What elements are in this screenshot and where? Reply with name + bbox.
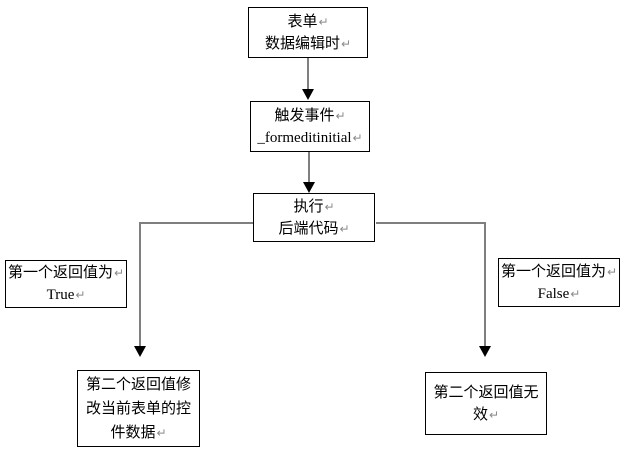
node-modify-text-1: 第二个返回值修 (85, 376, 191, 393)
arrowhead-false-branch-icon (479, 346, 491, 357)
node-execute-text-2: 后端代码 (278, 220, 339, 237)
return-mark-icon: ↵ (488, 407, 500, 422)
node-execute-box: 执行↵ 后端代码↵ (253, 193, 375, 242)
node-false-text-2: False (537, 285, 570, 302)
node-form-text-2: 数据编辑时 (264, 35, 340, 52)
node-invalid-line-2: 效↵ (473, 404, 499, 426)
arrowhead-trigger-execute-icon (303, 182, 315, 193)
node-true-line-2: True↵ (47, 284, 86, 306)
node-true-text-1: 第一个返回值为 (7, 265, 113, 281)
connector-execute-true-branch (139, 222, 253, 347)
return-mark-icon: ↵ (156, 425, 167, 440)
return-mark-icon: ↵ (113, 266, 125, 280)
node-trigger-text-1: 触发事件 (274, 107, 335, 124)
arrowhead-true-branch-icon (134, 346, 146, 357)
node-execute-line-2: 后端代码↵ (278, 218, 349, 240)
node-modify-line-1: 第二个返回值修 (86, 373, 191, 397)
node-trigger-line-1: 触发事件↵ (274, 105, 345, 127)
node-false-line-2: False↵ (538, 283, 581, 305)
node-true-box: 第一个返回值为↵ True↵ (5, 260, 127, 308)
return-mark-icon: ↵ (318, 14, 329, 29)
node-invalid-box: 第二个返回值无 效↵ (425, 372, 547, 435)
return-mark-icon: ↵ (335, 108, 346, 123)
node-true-text-2: True (46, 287, 75, 303)
node-modify-line-2: 改当前表单的控 (86, 397, 191, 421)
node-form-text-1: 表单 (287, 13, 318, 30)
return-mark-icon: ↵ (570, 286, 581, 301)
return-mark-icon: ↵ (75, 288, 86, 302)
node-modify-text-3: 件数据 (110, 424, 156, 441)
node-false-line-1: 第一个返回值为↵ (501, 261, 617, 283)
node-execute-line-1: 执行↵ (293, 196, 334, 218)
node-trigger-line-2: _formeditinitial↵ (257, 127, 362, 149)
node-form-line-1: 表单↵ (287, 11, 328, 33)
node-form-box: 表单↵ 数据编辑时↵ (248, 7, 368, 58)
node-modify-line-3: 件数据↵ (110, 421, 166, 445)
node-execute-text-1: 执行 (293, 198, 324, 215)
connector-execute-false-branch (376, 222, 486, 347)
node-true-line-1: 第一个返回值为↵ (8, 262, 124, 284)
node-form-line-2: 数据编辑时↵ (265, 33, 351, 55)
return-mark-icon: ↵ (352, 130, 363, 145)
node-trigger-box: 触发事件↵ _formeditinitial↵ (250, 101, 370, 152)
return-mark-icon: ↵ (340, 36, 352, 51)
node-invalid-text-1: 第二个返回值无 (433, 384, 539, 401)
node-modify-text-2: 改当前表单的控 (85, 400, 191, 417)
node-invalid-line-1: 第二个返回值无 (433, 382, 538, 404)
node-false-text-1: 第一个返回值为 (500, 263, 606, 280)
return-mark-icon: ↵ (606, 264, 618, 279)
arrowhead-form-trigger-icon (302, 89, 314, 100)
return-mark-icon: ↵ (324, 199, 335, 214)
node-invalid-text-2: 效 (472, 406, 488, 423)
node-trigger-text-2: _formeditinitial (257, 129, 352, 146)
node-modify-box: 第二个返回值修 改当前表单的控 件数据↵ (77, 370, 200, 447)
return-mark-icon: ↵ (339, 221, 350, 236)
node-false-box: 第一个返回值为↵ False↵ (498, 258, 620, 307)
